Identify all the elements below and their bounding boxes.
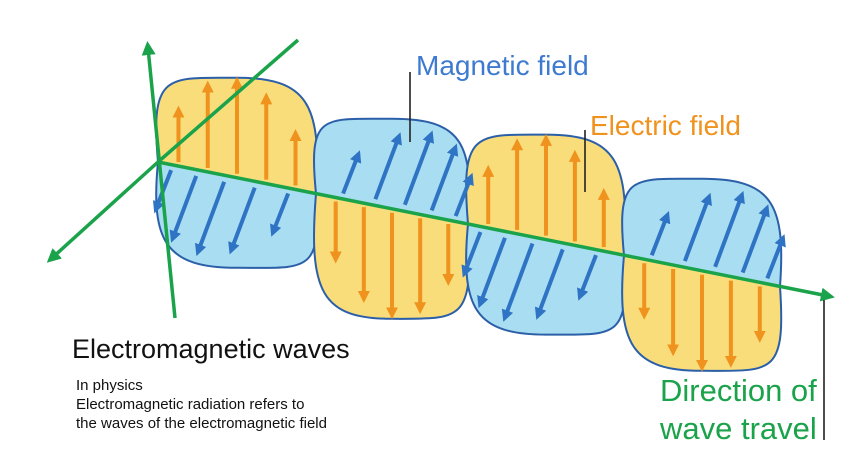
magnetic-field-arrow bbox=[270, 192, 291, 237]
field-arrows bbox=[153, 76, 786, 372]
magnetic-field-arrow bbox=[740, 204, 770, 274]
caption-line-1: In physics bbox=[76, 377, 143, 394]
magnetic-field-arrow bbox=[453, 172, 474, 217]
magnetic-field-arrow bbox=[501, 242, 535, 322]
magnetic-field-arrow bbox=[429, 143, 459, 212]
depth-axis-back bbox=[156, 38, 300, 164]
magnetic-field-arrow bbox=[534, 248, 565, 320]
magnetic-field-label: Magnetic field bbox=[416, 50, 589, 81]
caption-line-3: the waves of the electromagnetic field bbox=[76, 415, 327, 432]
magnetic-field-arrow bbox=[713, 190, 745, 268]
caption-text: In physics Electromagnetic radiation ref… bbox=[76, 376, 327, 433]
magnetic-field-arrow bbox=[341, 150, 362, 195]
caption-line-2: Electromagnetic radiation refers to bbox=[76, 396, 305, 413]
depth-axis-front bbox=[46, 160, 160, 263]
vertical-axis bbox=[141, 41, 177, 319]
magnetic-field-arrow bbox=[228, 186, 257, 255]
direction-label-line-1: Direction of bbox=[660, 373, 817, 408]
magnetic-field-arrow bbox=[195, 181, 227, 257]
magnetic-field-arrow bbox=[373, 132, 402, 200]
magnetic-field-arrow bbox=[765, 234, 786, 280]
propagation-axis bbox=[157, 160, 835, 302]
electric-field-label: Electric field bbox=[590, 110, 741, 141]
magnetic-field-arrow bbox=[169, 175, 199, 243]
magnetic-field-arrow bbox=[577, 254, 598, 301]
wave-lobes bbox=[155, 76, 783, 372]
direction-label-line-2: wave travel bbox=[660, 411, 817, 446]
magnetic-field-arrow bbox=[477, 237, 507, 309]
magnetic-field-arrow bbox=[649, 211, 671, 256]
caption-title: Electromagnetic waves bbox=[72, 334, 350, 364]
magnetic-field-arrow bbox=[461, 231, 483, 278]
magnetic-field-arrow bbox=[402, 130, 434, 206]
magnetic-field-arrow bbox=[683, 192, 712, 262]
direction-label: Direction of wave travel bbox=[660, 372, 860, 448]
